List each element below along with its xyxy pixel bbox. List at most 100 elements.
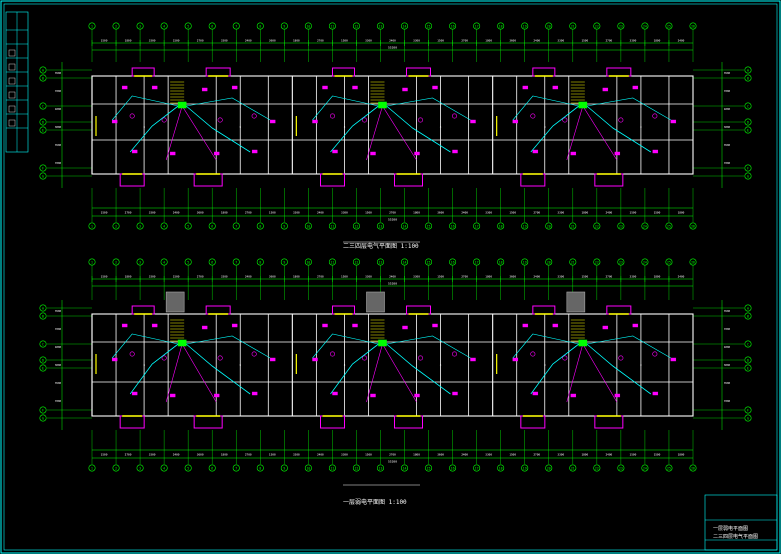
plan-lower-axis-bubble-top — [208, 258, 216, 266]
plan-lower-side-dim-text: 7000 — [55, 399, 62, 403]
plan-lower-unit-light-fixture — [129, 351, 135, 357]
plan-lower-unit-fixture — [670, 357, 677, 362]
plan-lower-unit-wiring-run-magenta — [181, 343, 217, 403]
plan-lower-unit-light-fixture — [562, 355, 568, 361]
plan-lower-side-dim-text: 3000 — [55, 363, 62, 367]
title-block — [704, 494, 778, 551]
plan-lower-unit-fixture — [322, 323, 328, 328]
plan-upper-unit-light-fixture — [217, 117, 223, 123]
plan-lower-unit-circuit-label: 3 — [544, 363, 546, 367]
plan-upper-unit-light-fixture — [251, 113, 257, 119]
plan-lower-axis-bubble-top — [112, 258, 120, 266]
plan-upper-axis-bubble-top-label: 17 — [475, 24, 479, 28]
plan-upper-axis-bubble-top — [136, 22, 144, 30]
plan-upper-unit-balcony-bottom — [320, 173, 345, 187]
plan-lower-side-bubble-right-label: B — [747, 314, 749, 318]
plan-upper-side-dim-text-right: 3500 — [724, 143, 731, 147]
plan-upper-axis-bubble-top — [425, 22, 433, 30]
plan-upper-axis-bubble-top — [473, 22, 481, 30]
plan-upper-dim-text-bottom: 2700 — [389, 211, 396, 215]
plan-lower-axis-bubble-bottom — [136, 464, 144, 472]
plan-upper-unit-fixture — [201, 87, 208, 92]
title-block-line1: 一层弱电平面图 — [713, 526, 749, 532]
plan-upper-unit-light-fixture — [361, 117, 367, 123]
plan-upper-axis-bubble-top — [112, 22, 120, 30]
plan-lower-axis-bubble-top — [160, 258, 168, 266]
plan-lower-unit-wiring-run — [111, 333, 179, 359]
plan-upper-dim-text: 3300 — [413, 39, 420, 43]
plan-lower-axis-bubble-top-label: 3 — [139, 260, 141, 264]
plan-upper-axis-bubble-bottom — [641, 222, 649, 230]
plan-lower-unit-balcony-bottom — [520, 415, 546, 429]
plan-upper-unit-fixture — [614, 151, 621, 156]
plan-upper-dim-text-bottom: 3300 — [341, 211, 348, 215]
plan-lower-side-bubble-left-label: F — [42, 408, 44, 412]
plan-lower-side-bubble-right — [744, 340, 752, 348]
plan-lower-dim-text: 2400 — [678, 275, 685, 279]
plan-lower-overall-dim: 55200 — [388, 282, 397, 286]
plan-lower-axis-bubble-bottom — [521, 464, 529, 472]
plan-lower-side-bubble-left — [39, 356, 47, 364]
plan-lower-unit-circuit-label: 3 — [640, 363, 642, 367]
plan-upper-dim-text: 2400 — [678, 39, 685, 43]
plan-upper-axis-bubble-bottom-label: 3 — [139, 224, 141, 228]
plan-lower-axis-bubble-top-label: 20 — [547, 260, 551, 264]
plan-upper-dim-text-bottom: 2400 — [173, 211, 180, 215]
plan-lower-dim-text-bottom: 3300 — [293, 453, 300, 457]
plan-upper-unit-fixture — [251, 149, 258, 154]
plan-upper-side-bubble-right — [744, 102, 752, 110]
plan-lower-unit-distribution-panel — [378, 339, 387, 347]
plan-lower-axis-bubble-top-label: 17 — [475, 260, 479, 264]
plan-lower-axis-bubble-bottom — [352, 464, 360, 472]
plan-upper-unit-light-fixture — [161, 117, 167, 123]
plan-lower-axis-bubble-bottom-label: 8 — [259, 466, 261, 470]
plan-lower-dim-text: 2700 — [197, 275, 204, 279]
plan-lower-axis-bubble-bottom-label: 23 — [619, 466, 623, 470]
plan-lower-side-bubble-left — [39, 340, 47, 348]
plan-lower-axis-bubble-bottom — [160, 464, 168, 472]
plan-lower-axis-bubble-top — [425, 258, 433, 266]
plan-lower-axis-bubble-top-label: 24 — [643, 260, 647, 264]
plan-lower-side-bubble-left — [39, 414, 47, 422]
plan-upper-dim-text-bottom: 3300 — [485, 211, 492, 215]
plan-upper-axis-bubble-bottom — [88, 222, 96, 230]
plan-lower-axis-bubble-top — [304, 258, 312, 266]
plan-upper-dim-text-bottom: 2700 — [245, 211, 252, 215]
plan-upper-axis-bubble-bottom-label: 12 — [355, 224, 359, 228]
plan-lower-axis-bubble-top-label: 8 — [259, 260, 261, 264]
plan-upper-side-bubble-right — [744, 172, 752, 180]
plan-lower-axis-bubble-bottom-label: 12 — [355, 466, 359, 470]
plan-upper-axis-bubble-top-label: 5 — [187, 24, 189, 28]
plan-upper-axis-bubble-top-label: 19 — [523, 24, 527, 28]
plan-upper-side-dim-text-right: 3000 — [724, 125, 731, 129]
plan-lower-axis-bubble-bottom-label: 7 — [235, 466, 237, 470]
plan-lower-unit-balcony-bottom — [594, 415, 624, 429]
plan-upper-side-bubble-right — [744, 164, 752, 172]
plan-lower-unit-fixture — [652, 391, 659, 396]
plan-lower-dim-text: 1500 — [341, 275, 348, 279]
lower-plan-caption: 一层弱电平面图 1:100 — [343, 499, 407, 506]
plan-lower-dim-text: 3300 — [630, 275, 637, 279]
plan-lower-unit-balcony-top — [606, 305, 632, 315]
plan-upper-side-dim-text: 3500 — [55, 71, 62, 75]
plan-lower-axis-bubble-bottom — [328, 464, 336, 472]
plan-lower-side-dim-text-right: 7000 — [724, 327, 731, 331]
plan-upper-dim-text-bottom: 1500 — [365, 211, 372, 215]
plan-lower-axis-bubble-top — [689, 258, 697, 266]
plan-lower-side-bubble-right-label: E — [747, 366, 749, 370]
title-block-line2: 二三四层电气平面图 — [713, 534, 759, 540]
plan-upper-unit-distribution-panel — [177, 101, 187, 109]
plan-lower-unit-wiring-run — [185, 343, 251, 395]
plan-upper-unit-circuit-label: 3 — [344, 125, 346, 129]
plan-lower-unit-circuit-label: 3 — [344, 363, 346, 367]
plan-lower-axis-bubble-bottom — [593, 464, 601, 472]
plan-lower-unit-wiring-run — [586, 335, 671, 359]
plan-lower-unit-light-fixture — [161, 355, 167, 361]
plan-lower-dim-text: 2400 — [389, 275, 396, 279]
plan-upper-side-bubble-right-label: E — [747, 128, 749, 132]
plan-upper-axis-bubble-bottom-label: 22 — [595, 224, 599, 228]
plan-lower-axis-bubble-top-label: 11 — [330, 260, 334, 264]
plan-lower-side-bubble-left-label: B — [42, 314, 44, 318]
plan-upper-unit-fixture — [432, 85, 438, 90]
plan-upper-axis-bubble-top — [328, 22, 336, 30]
